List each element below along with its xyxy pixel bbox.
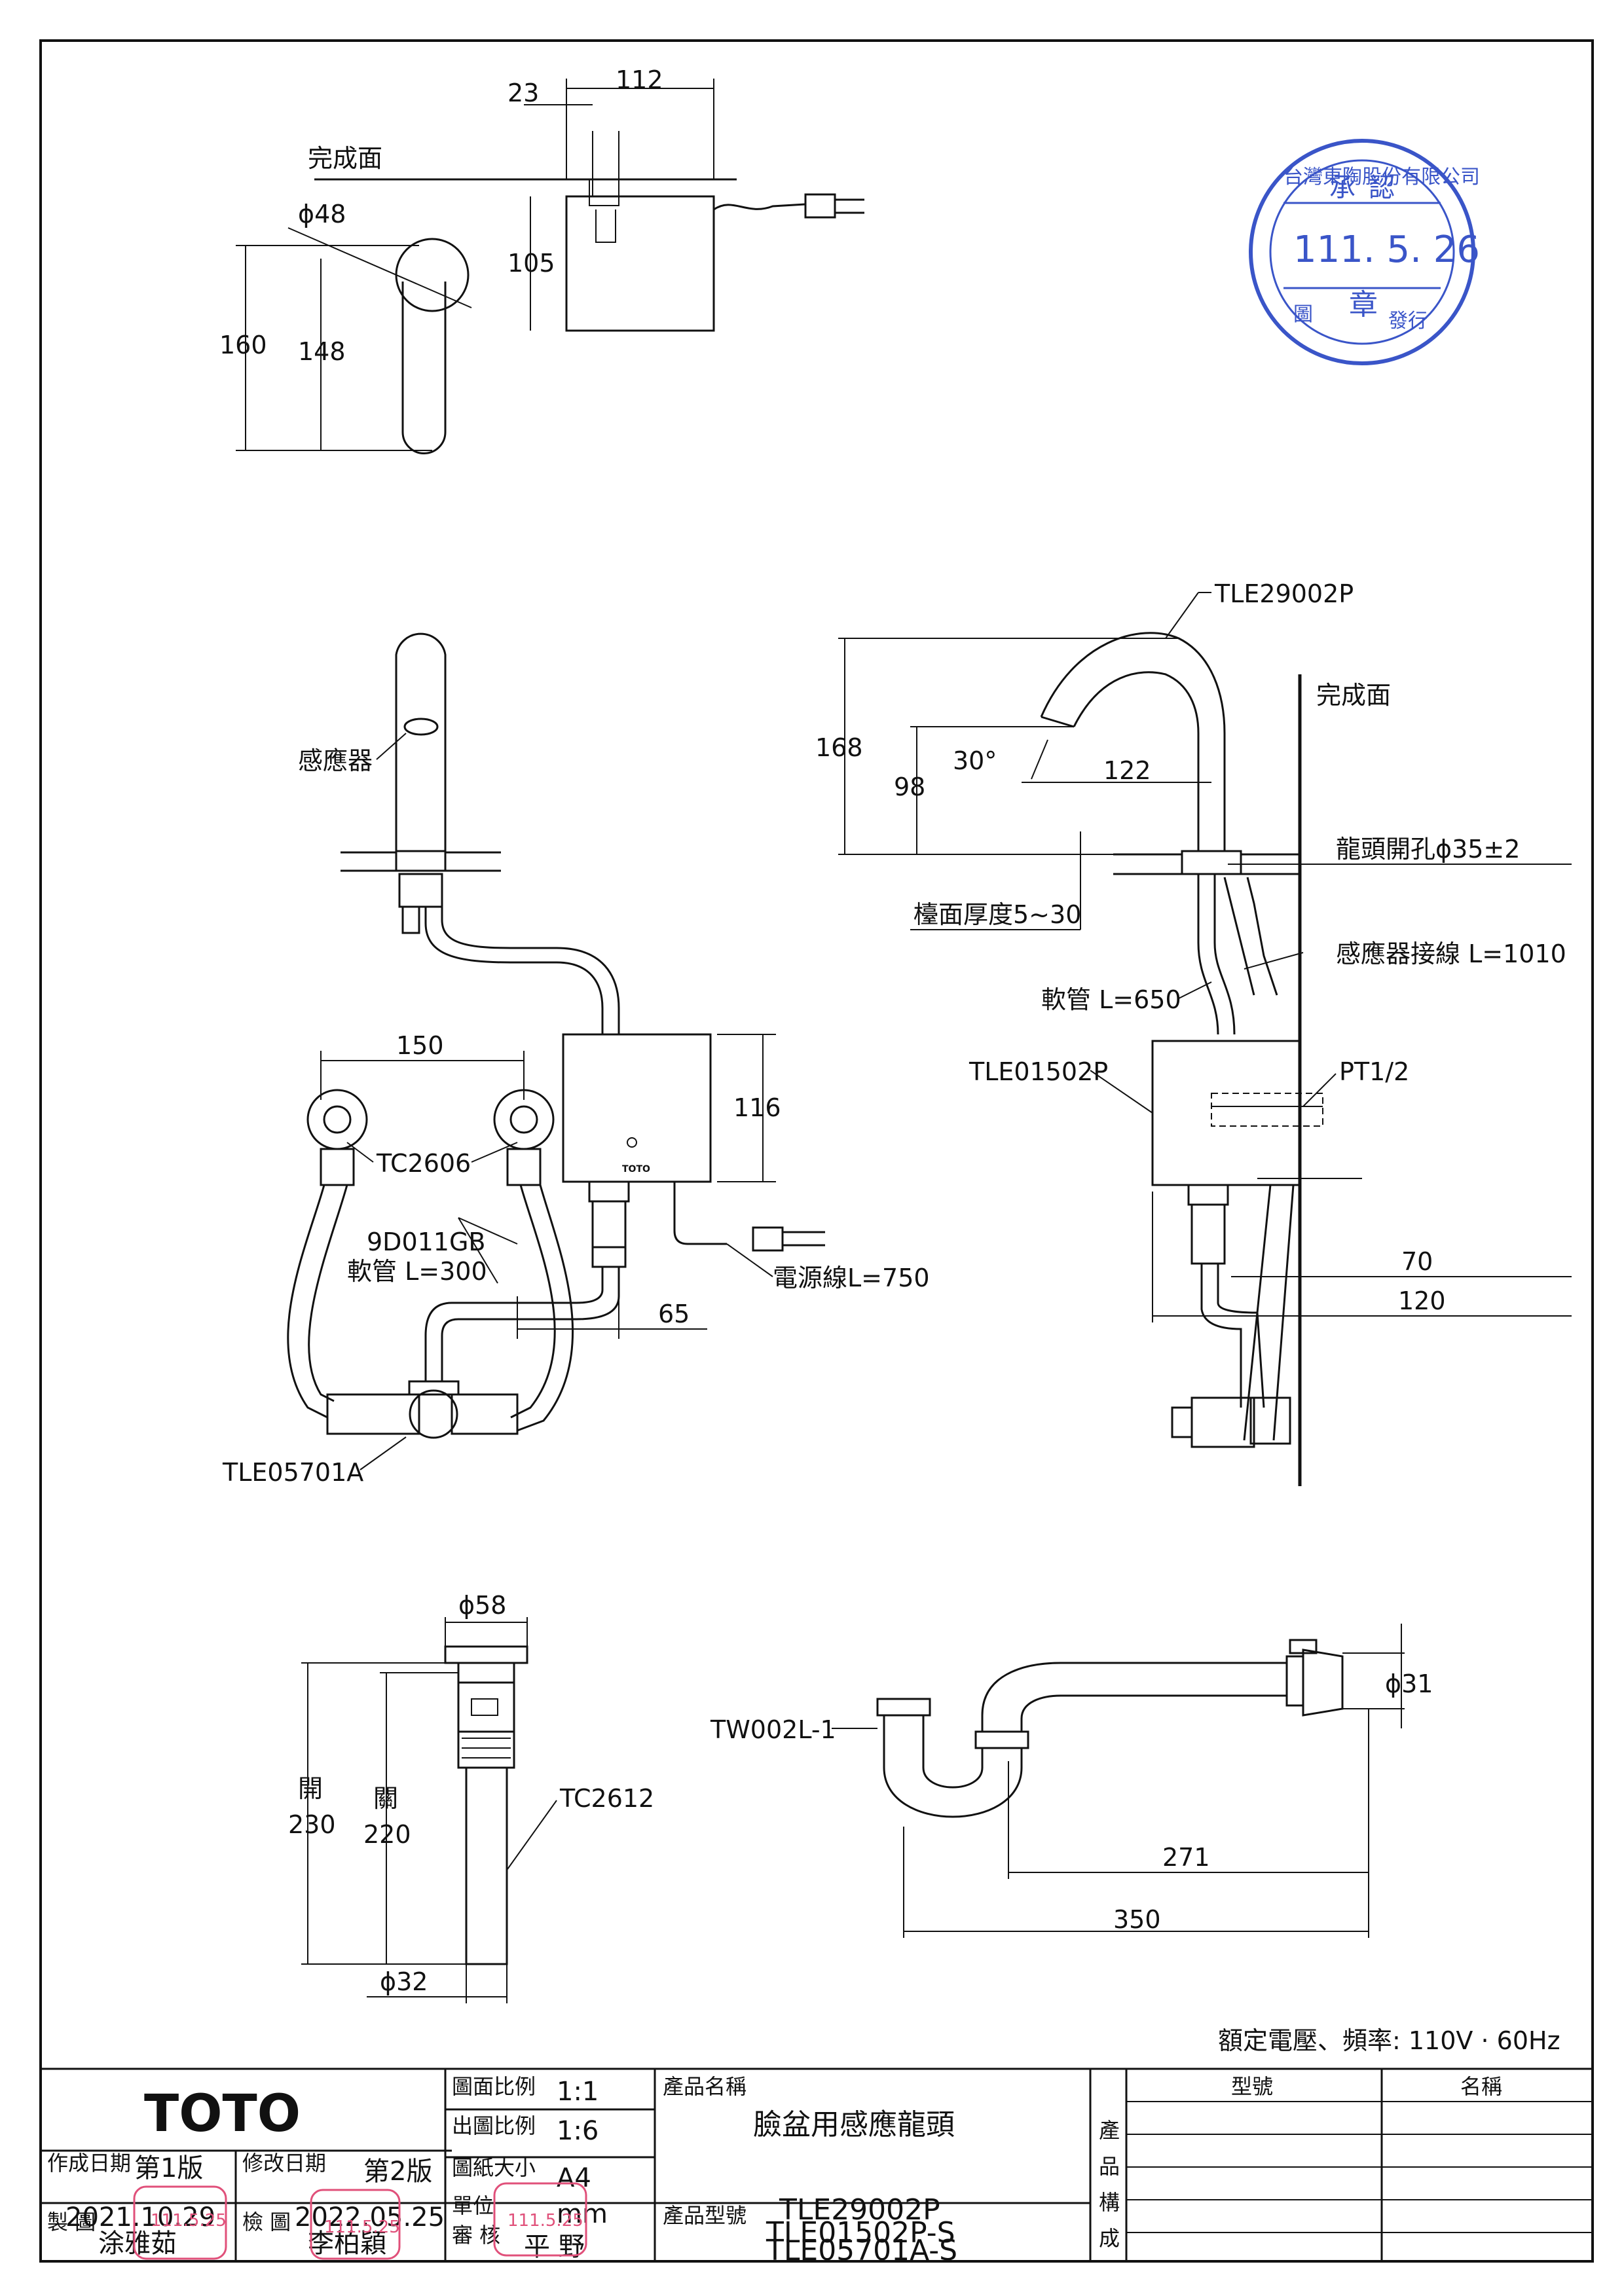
sensor-label: 感應器: [298, 746, 373, 775]
product-model-label: 產品型號: [663, 2203, 747, 2228]
tle01502p-label: TLE01502P: [969, 1057, 1108, 1086]
rating-text: 額定電壓、頻率: 110V · 60Hz: [1218, 2026, 1560, 2055]
composition-char-4: 成: [1099, 2226, 1120, 2251]
col-name-header: 名稱: [1460, 2074, 1502, 2099]
drain-dia-58: ϕ58: [458, 1591, 506, 1620]
pt12-label: PT1/2: [1339, 1057, 1409, 1086]
dim-160: 160: [219, 331, 267, 359]
toto-logo: TOTO: [144, 2085, 301, 2143]
unit-value: mm: [557, 2199, 608, 2229]
dim-105: 105: [507, 249, 555, 278]
paper-size-label: 圖紙大小: [452, 2155, 536, 2180]
composition-char-3: 構: [1099, 2190, 1120, 2215]
approval-stamp: 台灣東陶股份有限公司 承 認 111. 5. 26 圖 章 發行: [1249, 139, 1480, 365]
dim-70: 70: [1401, 1247, 1433, 1276]
sensor-cable-label: 感應器接線 L=1010: [1336, 939, 1566, 968]
dim-120: 120: [1398, 1286, 1446, 1315]
dim-dia-48: ϕ48: [298, 200, 346, 228]
hose-code-label: 9D011GB: [367, 1228, 485, 1256]
drawn-label: 製 圖: [47, 2210, 96, 2234]
dim-98: 98: [894, 773, 925, 801]
revised-date-label: 修改日期: [242, 2151, 326, 2176]
drain-open-label: 開: [298, 1774, 323, 1803]
faucet-hole-label: 龍頭開孔ϕ35±2: [1336, 835, 1520, 864]
created-date-label: 作成日期: [47, 2151, 131, 2176]
composition-char-2: 品: [1099, 2154, 1120, 2179]
drain-open-value: 230: [288, 1810, 336, 1839]
product-name: 臉盆用感應龍頭: [753, 2108, 955, 2141]
dim-112: 112: [616, 65, 663, 94]
svg-text:111.5.25: 111.5.25: [324, 2217, 400, 2237]
unit-label: 單位: [452, 2193, 494, 2218]
drain-view: ϕ58 開 230 關 220 TC2612 ϕ32: [288, 1591, 654, 2003]
revised-date: 2022.05.25: [295, 2202, 445, 2232]
stamp-bottom-left: 圖: [1293, 303, 1313, 326]
stamp-mid-right: 認: [1369, 173, 1395, 203]
hose-length-label: 軟管 L=300: [347, 1257, 487, 1286]
trap-dia-31: ϕ31: [1385, 1669, 1433, 1698]
svg-text:111.5.25: 111.5.25: [151, 2211, 227, 2231]
checked-label: 檢 圖: [242, 2210, 291, 2234]
review-label: 審 核: [452, 2223, 500, 2248]
print-scale-value: 1:6: [557, 2116, 599, 2146]
model-2: TLE01502P-S: [766, 2216, 955, 2250]
review-name: 平 野: [524, 2232, 585, 2262]
tle29002p-label: TLE29002P: [1214, 579, 1354, 608]
finish-surface-top-label: 完成面: [308, 144, 382, 173]
scale-label: 圖面比例: [452, 2074, 536, 2099]
stamp-bottom-mid: 章: [1349, 288, 1378, 321]
col-model-header: 型號: [1231, 2074, 1273, 2099]
tc2606-label: TC2606: [376, 1149, 471, 1178]
stamp-bottom-right: 發行: [1388, 310, 1428, 333]
drain-close-label: 關: [373, 1784, 398, 1813]
paper-size-value: A4: [557, 2163, 591, 2193]
revised-edition: 第2版: [363, 2157, 432, 2187]
tle05701a-label: TLE05701A: [222, 1458, 363, 1487]
checked-name: 李柏穎: [308, 2229, 386, 2259]
tw002l-label: TW002L-1: [710, 1715, 836, 1744]
counter-thickness-label: 檯面厚度5~30: [913, 900, 1081, 929]
model-1: TLE29002P: [779, 2193, 940, 2227]
dim-350: 350: [1113, 1905, 1161, 1934]
seal-review: 111.5.25: [493, 2182, 587, 2257]
created-date: 2021.10.29: [65, 2202, 215, 2232]
print-scale-label: 出圖比例: [452, 2113, 536, 2138]
composition-char-1: 產: [1099, 2118, 1120, 2143]
dim-65: 65: [658, 1300, 690, 1328]
dim-148: 148: [298, 337, 346, 366]
stamp-top-text: 台灣東陶股份有限公司: [1283, 166, 1480, 189]
dim-122: 122: [1103, 756, 1151, 785]
stamp-mid-left: 承: [1329, 173, 1356, 203]
side-view: 完成面 TLE29002P 龍頭開孔ϕ35±2 168 98 30° 122 檯…: [815, 579, 1572, 1486]
dim-271: 271: [1162, 1843, 1210, 1872]
finish-surface-side-label: 完成面: [1316, 681, 1391, 710]
top-plan-view: 完成面 23 112 105 ϕ48 160 148: [219, 65, 864, 454]
seal-drawn: 111.5.25: [133, 2185, 227, 2260]
sheet-border: [39, 39, 1594, 2263]
dim-150: 150: [396, 1031, 444, 1060]
dim-23: 23: [507, 79, 539, 107]
stamp-date: 111. 5. 26: [1293, 228, 1480, 271]
drain-close-value: 220: [363, 1820, 411, 1849]
dim-116: 116: [733, 1093, 781, 1122]
dim-168: 168: [815, 733, 863, 762]
angle-30: 30°: [953, 746, 997, 775]
side-hose-label: 軟管 L=650: [1041, 985, 1181, 1014]
drain-dia-32: ϕ32: [380, 1967, 428, 1996]
model-3: TLE05701A-S: [766, 2234, 957, 2267]
front-view: 感應器 TOTO 116 電源線L=750: [222, 632, 930, 1487]
product-name-label: 產品名稱: [663, 2074, 747, 2099]
scale-value: 1:1: [557, 2077, 599, 2107]
title-block: TOTO 圖面比例 1:1 出圖比例 1:6 圖紙大小 A4 單位 mm 審 核…: [39, 2068, 1594, 2267]
trap-view: ϕ31 TW002L-1 271 350: [710, 1624, 1433, 1938]
created-edition: 第1版: [134, 2153, 203, 2183]
svg-text:111.5.25: 111.5.25: [507, 2211, 583, 2231]
seal-checked: 111.5.25: [310, 2189, 401, 2260]
power-cord-label: 電源線L=750: [773, 1264, 930, 1292]
tc2612-label: TC2612: [559, 1784, 654, 1813]
svg-text:TOTO: TOTO: [622, 1164, 650, 1175]
